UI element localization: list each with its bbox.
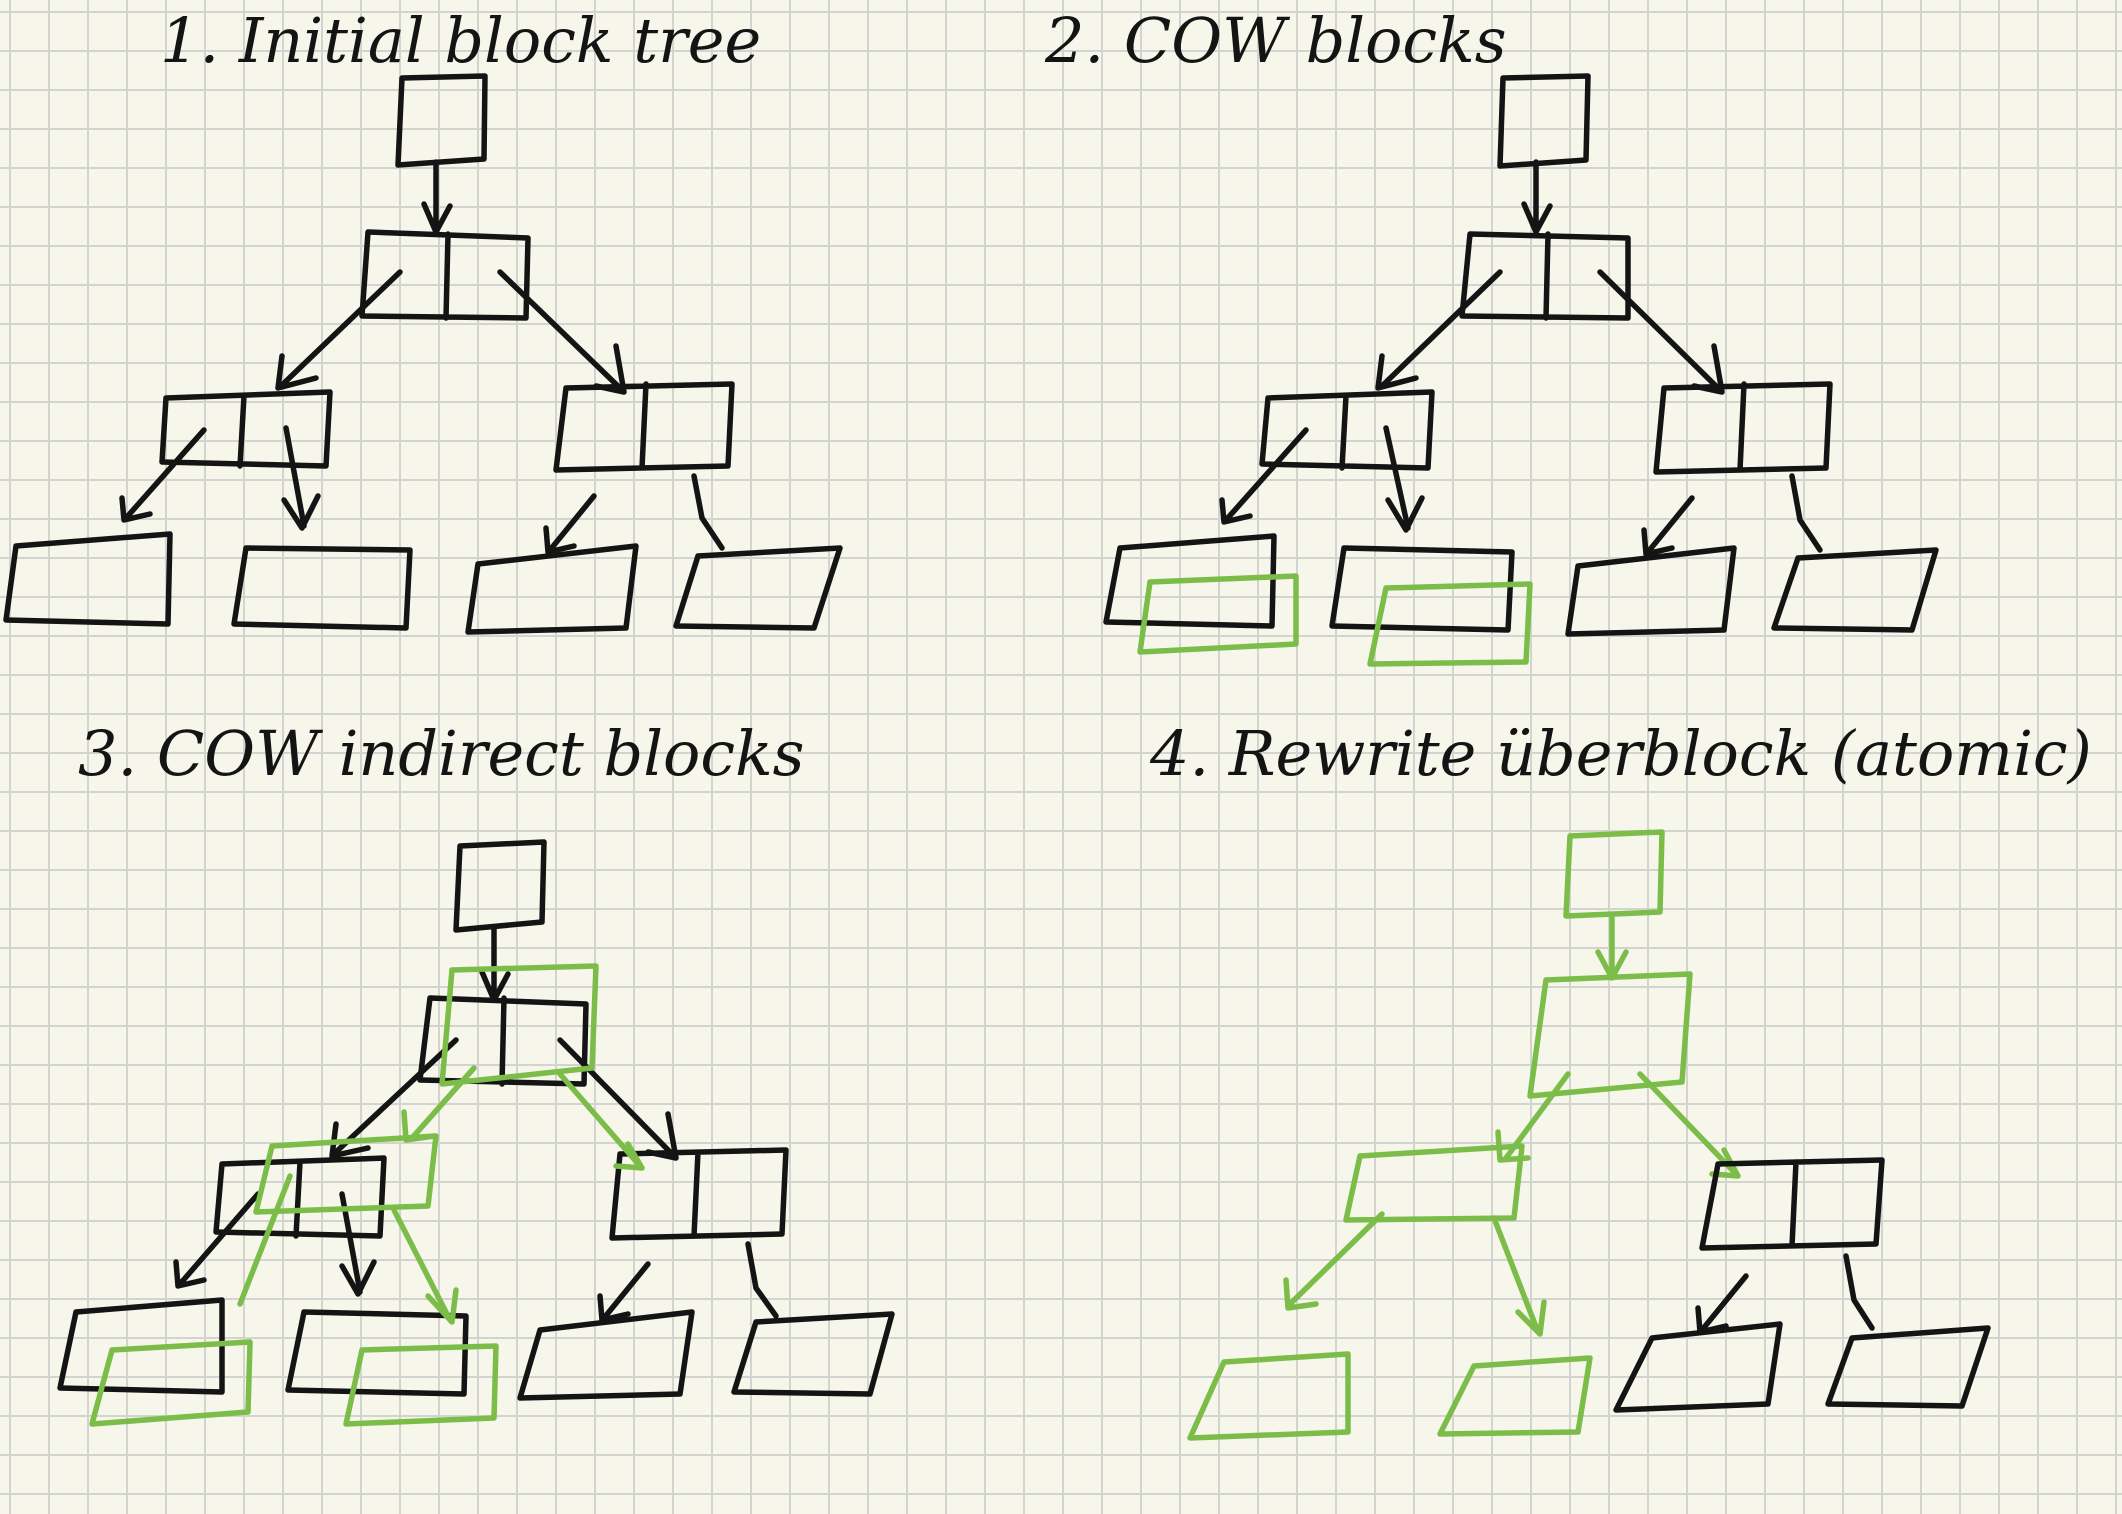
- right-indirect-block: [553, 381, 735, 473]
- root-indirect-block: [1459, 231, 1631, 321]
- leaf-1-data-block: [57, 1297, 225, 1395]
- leaf-2-cow-copy: [1367, 581, 1533, 667]
- left-indirect-block: [1283, 1143, 1547, 1337]
- leaf-4-data-block: [673, 545, 843, 631]
- right-to-leaf-4-arrow: [1789, 473, 1823, 553]
- panel-2-caption: 2. COW blocks: [1044, 4, 1507, 77]
- root-to-right-arrow: [1637, 1071, 1741, 1179]
- right-indirect-block: [609, 1147, 789, 1241]
- superblock-pointer-arrow: [479, 925, 511, 1003]
- leaf-1-data-block: [3, 531, 173, 627]
- left-to-leaf-1-arrow: [173, 1191, 261, 1289]
- leaf-1-data-block: [1187, 1351, 1351, 1441]
- panel-4-caption: 4. Rewrite überblock (atomic): [1149, 717, 2092, 790]
- left-to-leaf-1-arrow: [1219, 427, 1309, 525]
- left-indirect-block: [1259, 389, 1435, 471]
- left-to-leaf-1-arrow: [119, 427, 207, 523]
- leaf-2-cow-copy: [343, 1343, 499, 1427]
- root-indirect-block: [417, 995, 589, 1087]
- superblock-pointer-arrow: [1595, 911, 1629, 981]
- root-indirect-block: [1527, 971, 1693, 1099]
- right-to-leaf-4-arrow: [691, 473, 725, 551]
- superblock: [1497, 73, 1591, 169]
- left-to-leaf-2-arrow: [281, 425, 321, 531]
- root-to-right-arrow: [1597, 269, 1725, 395]
- leaf-2-data-block: [1437, 1355, 1593, 1437]
- left-copy-to-leaf-2-copy-arrow: [391, 1207, 459, 1325]
- right-to-leaf-3-arrow: [597, 1261, 651, 1323]
- right-to-leaf-3-arrow: [543, 493, 597, 555]
- right-to-leaf-3-arrow: [1695, 1273, 1749, 1335]
- root-to-left-arrow: [329, 1037, 459, 1159]
- panel-2-cow-blocks: [1103, 73, 1939, 667]
- leaf-3-data-block: [1613, 1321, 1783, 1413]
- root-indirect-block: [359, 229, 531, 321]
- superblock: [453, 839, 547, 933]
- leaf-3-data-block: [1565, 545, 1737, 637]
- leaf-1-cow-copy: [1137, 573, 1299, 655]
- root-to-left-arrow: [275, 269, 403, 391]
- right-to-leaf-3-arrow: [1641, 495, 1695, 557]
- root-to-right-arrow: [497, 269, 627, 395]
- panel-3-caption: 3. COW indirect blocks: [78, 717, 804, 790]
- leaf-3-data-block: [465, 543, 639, 635]
- superblock-pointer-arrow: [421, 159, 453, 235]
- panel-3-cow-indirect-blocks: [57, 839, 895, 1427]
- right-indirect-block: [1699, 1157, 1885, 1251]
- leaf-2-data-block: [231, 545, 413, 631]
- root-copy-to-right-arrow: [557, 1071, 645, 1171]
- leaf-2-data-block: [1329, 545, 1515, 633]
- leaf-4-data-block: [1771, 547, 1939, 633]
- leaf-1-data-block: [1103, 533, 1277, 629]
- root-to-left-arrow: [1375, 269, 1503, 391]
- leaf-4-data-block: [731, 1311, 895, 1397]
- superblock: [395, 73, 488, 168]
- left-indirect-cow-copy: [237, 1133, 439, 1307]
- leaf-1-cow-copy: [89, 1339, 253, 1427]
- right-indirect-block: [1653, 381, 1833, 475]
- left-to-leaf-2-arrow: [1383, 425, 1425, 533]
- panel-4-rewrite-uberblock: [1187, 829, 1991, 1441]
- root-cow-copy: [439, 963, 599, 1087]
- superblock-pointer-arrow: [1521, 159, 1553, 235]
- leaf-2-data-block: [285, 1309, 469, 1397]
- superblock: [1563, 829, 1665, 919]
- leaf-4-data-block: [1825, 1325, 1991, 1409]
- leaf-3-data-block: [517, 1309, 695, 1401]
- right-to-leaf-4-arrow: [1843, 1253, 1875, 1331]
- root-copy-to-left-copy-arrow: [401, 1065, 477, 1143]
- left-indirect-block: [213, 1155, 387, 1239]
- left-indirect-block: [159, 389, 333, 469]
- panel-1-caption: 1. Initial block tree: [160, 4, 761, 77]
- panel-1-initial-tree: [3, 73, 843, 635]
- right-to-leaf-4-arrow: [745, 1241, 779, 1319]
